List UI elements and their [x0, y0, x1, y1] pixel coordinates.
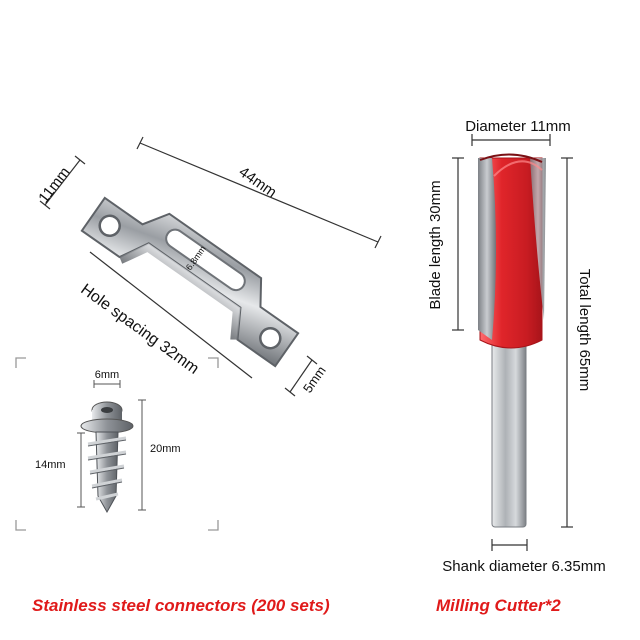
hole-spacing-label: Hole spacing 32mm: [77, 281, 201, 378]
end-dimension-label: 5mm: [300, 363, 329, 395]
connector-bridge-edge: [119, 243, 241, 340]
cutter-blade: [478, 158, 496, 340]
cutter-diameter-label: Diameter 11mm: [465, 118, 571, 135]
length-dimension-label: 44mm: [236, 163, 280, 201]
connector-bracket: 6.8mm: [80, 196, 300, 368]
cutter-caption: Milling Cutter*2: [436, 596, 561, 615]
screw-dimension-lines: [77, 380, 146, 511]
dimension-hole-spacing: [89, 251, 253, 379]
screw-thread-label: 14mm: [35, 459, 66, 471]
dimension-5mm: [284, 355, 318, 397]
screw-head-label: 6mm: [95, 369, 119, 381]
height-dimension-label: 11mm: [35, 164, 73, 206]
milling-cutter: [478, 153, 546, 528]
screw: [80, 401, 134, 514]
connector-hole-left: [98, 214, 121, 238]
connector-hole-right: [259, 326, 282, 350]
cutter-body: [479, 157, 543, 349]
connector-slot: [165, 228, 246, 292]
cutter-blade-label: Blade length 30mm: [427, 180, 444, 309]
cutter-dimension-lines: [452, 134, 573, 551]
screw-total-label: 20mm: [150, 443, 181, 455]
connector-body: [80, 196, 300, 368]
cutter-shank-label: Shank diameter 6.35mm: [442, 558, 605, 575]
cutter-total-label: Total length 65mm: [576, 269, 593, 392]
connector-caption: Stainless steel connectors (200 sets): [32, 596, 330, 615]
screw-frame: [15, 357, 219, 531]
cutter-shank: [491, 334, 527, 528]
dimension-44mm: [136, 136, 382, 249]
dimension-11mm: [39, 155, 86, 210]
